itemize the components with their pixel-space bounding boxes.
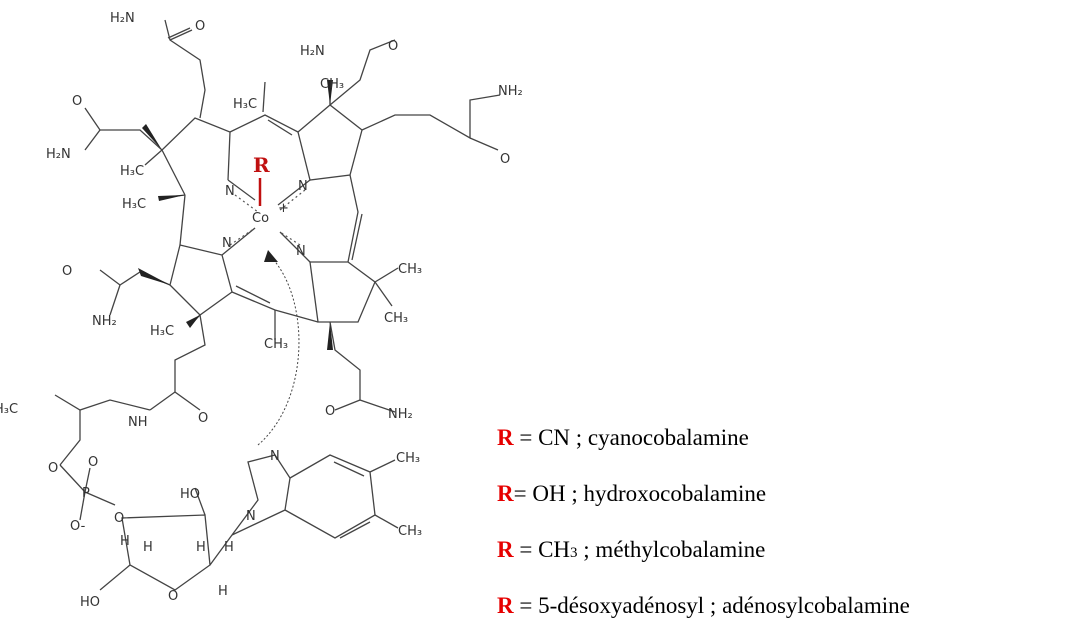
atom-h: H [143, 540, 153, 555]
legend-text: = CH [513, 537, 571, 562]
atom-o: O [48, 461, 58, 476]
atom-h3c: H₃C [122, 197, 146, 212]
figure: H₂N O H₂N O NH₂ O O H₂N H₃C H₃C H₃C CH₃ … [0, 11, 910, 618]
atom-n: N [298, 179, 308, 194]
atom-ch3: CH₃ [398, 262, 422, 277]
atom-o: O [168, 589, 178, 604]
atom-ho: HO [180, 487, 200, 502]
atom-n: N [225, 184, 235, 199]
legend-text: ; méthylcobalamine [577, 537, 766, 562]
charge-plus: + [278, 201, 289, 216]
stereo-wedges [138, 80, 333, 350]
r-substituent-label: R [253, 153, 270, 177]
atom-o: O [72, 94, 82, 109]
legend-row-hydroxocobalamine: R= OH ; hydroxocobalamine [497, 474, 910, 530]
legend-text: = 5-désoxyadénosyl ; adénosylcobalamine [513, 593, 910, 618]
atom-h2n: H₂N [300, 44, 325, 59]
atom-n: N [222, 236, 232, 251]
atom-o: O [195, 19, 205, 34]
r-group-legend: R = CN ; cyanocobalamine R= OH ; hydroxo… [497, 418, 910, 642]
atom-o: O [88, 455, 98, 470]
atom-h: H [224, 540, 234, 555]
atom-co: Co [252, 211, 269, 226]
atom-nh2: NH₂ [498, 84, 523, 99]
atom-ch3: CH₃ [384, 311, 408, 326]
atom-ch3: CH₃ [398, 524, 422, 539]
atom-n: N [296, 244, 306, 259]
atom-nh2: NH₂ [388, 407, 413, 422]
legend-r: R [497, 537, 514, 562]
cobalamin-structure-diagram: H₂N O H₂N O NH₂ O O H₂N H₃C H₃C H₃C CH₃ … [0, 11, 523, 610]
atom-h3c: H₃C [120, 164, 144, 179]
legend-r: R [497, 593, 514, 618]
atom-o: O [388, 39, 398, 54]
atom-ch3: CH₃ [396, 451, 420, 466]
atom-h3c: H₃C [233, 97, 257, 112]
atom-nh: NH [128, 415, 148, 430]
atom-o-minus: O- [70, 519, 86, 534]
legend-row-cyanocobalamine: R = CN ; cyanocobalamine [497, 418, 910, 474]
atom-n: N [270, 449, 280, 464]
atom-labels: H₂N O H₂N O NH₂ O O H₂N H₃C H₃C H₃C CH₃ … [0, 11, 523, 610]
atom-o: O [114, 511, 124, 526]
atom-ho: HO [80, 595, 100, 610]
atom-h: H [218, 584, 228, 599]
legend-text: = OH ; hydroxocobalamine [513, 481, 767, 506]
atom-ch3: CH₃ [320, 77, 344, 92]
legend-r: R [497, 481, 514, 506]
atom-o: O [62, 264, 72, 279]
coordination-arrow [257, 250, 300, 446]
atom-o: O [500, 152, 510, 167]
atom-h3c: H₃C [0, 402, 18, 417]
atom-p: P [82, 486, 90, 501]
atom-h: H [120, 534, 130, 549]
legend-row-methylcobalamine: R = CH3 ; méthylcobalamine [497, 530, 910, 586]
atom-ch3: CH₃ [264, 337, 288, 352]
atom-h2n: H₂N [46, 147, 71, 162]
atom-h2n: H₂N [110, 11, 135, 26]
atom-o: O [325, 404, 335, 419]
legend-row-adenosylcobalamine: R = 5-désoxyadénosyl ; adénosylcobalamin… [497, 586, 910, 642]
bond-skeleton [54, 19, 501, 591]
atom-n: N [246, 509, 256, 524]
atom-h: H [196, 540, 206, 555]
legend-r: R [497, 425, 514, 450]
legend-subscript: 3 [570, 545, 578, 561]
legend-text: = CN ; cyanocobalamine [513, 425, 749, 450]
atom-o: O [198, 411, 208, 426]
atom-h3c: H₃C [150, 324, 174, 339]
atom-nh2: NH₂ [92, 314, 117, 329]
